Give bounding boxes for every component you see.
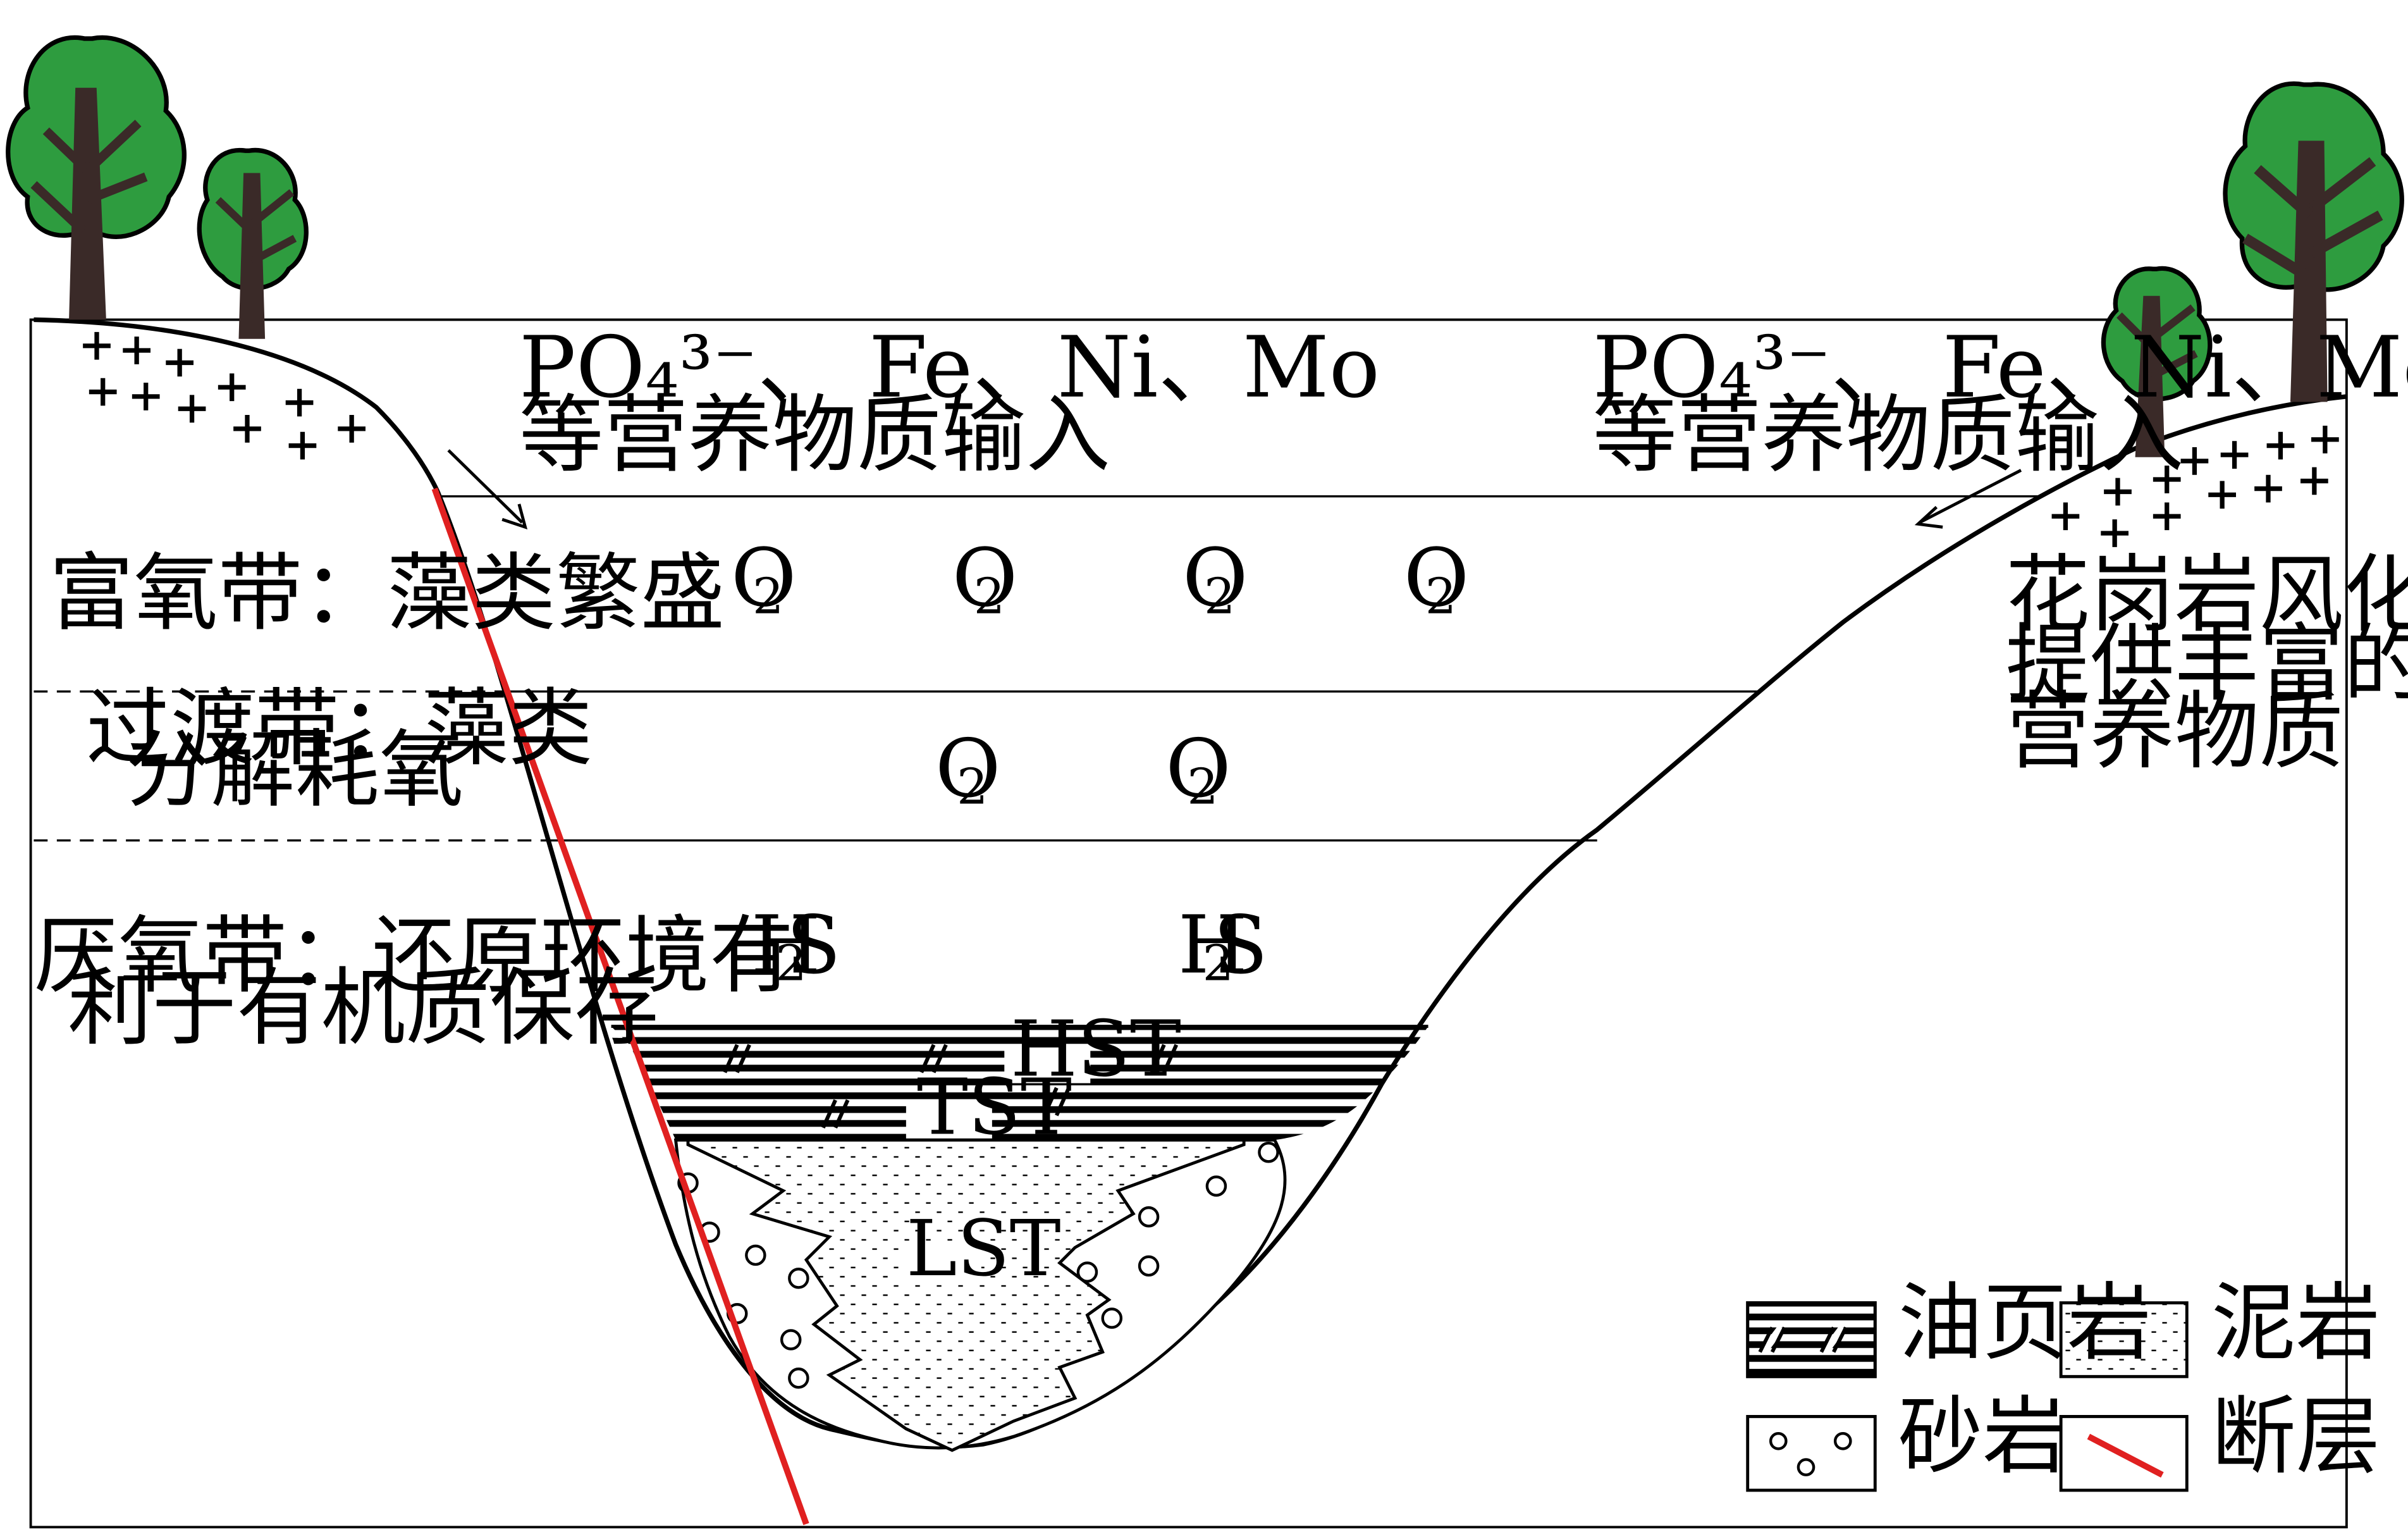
svg-text:O: O: [935, 722, 1001, 815]
svg-text:O: O: [1182, 531, 1248, 624]
oil-shale-layers: [611, 1025, 1428, 1140]
svg-text:2: 2: [752, 568, 783, 625]
tst-label-box: [906, 1103, 992, 1140]
svg-text:H: H: [751, 899, 821, 992]
nutrient-input-right-line1: PO₄³⁻、 Fe、Ni、Mo: [1592, 318, 2408, 417]
mudstone-pattern: [688, 1140, 1244, 1450]
inflow-arrow-right: [1914, 469, 2022, 529]
inflow-arrow-left: [447, 449, 528, 530]
hst-label: HST: [1010, 1004, 1181, 1094]
legend-label-mudstone: 泥岩: [2211, 1273, 2380, 1372]
h2s-label: H 2 S: [1178, 899, 1268, 992]
tree-icon: [2101, 266, 2213, 457]
granite-crosses-right: [2051, 426, 2339, 547]
o2-label: O 2: [952, 531, 1018, 625]
svg-text:O: O: [1165, 722, 1231, 815]
legend-label-sandstone: 砂岩: [1898, 1387, 2067, 1486]
frame: [29, 318, 2348, 1529]
svg-text:O: O: [1404, 531, 1470, 624]
transition-zone-label-line1: 过渡带：藻类: [86, 679, 593, 778]
tst-label: TST: [917, 1063, 1072, 1152]
left-hill-surface: [34, 317, 440, 493]
tree-icon: [2223, 81, 2404, 402]
transition-zone-label-line2: 分解耗氧: [126, 720, 464, 819]
anoxic-zone-label-line2: 利于有机质保存: [68, 959, 659, 1058]
granite-note-line2: 提供丰富的: [2006, 615, 2408, 713]
svg-text:2: 2: [1425, 568, 1456, 625]
tree-icon: [6, 35, 187, 320]
svg-text:S: S: [786, 899, 841, 992]
svg-text:2: 2: [1204, 568, 1235, 625]
fault-line: [431, 487, 809, 1526]
svg-text:2: 2: [1187, 758, 1218, 815]
svg-text:2: 2: [957, 758, 988, 815]
anoxic-zone-label-line1: 厌氧带：还原环境有: [34, 906, 794, 1005]
tree-icon: [197, 147, 309, 339]
o2-label: O 2: [731, 531, 797, 625]
svg-text:2: 2: [974, 568, 1005, 625]
o2-label: O 2: [1404, 531, 1470, 625]
legend-item-fault: 断层: [2059, 1387, 2380, 1492]
svg-text:2: 2: [775, 936, 806, 992]
nutrient-input-left-line1: PO₄³⁻、 Fe、Ni、Mo: [519, 318, 1380, 417]
legend-item-sandstone: 砂岩: [1746, 1387, 2067, 1492]
lst-label: LST: [906, 1204, 1061, 1294]
o2-label: O 2: [1182, 531, 1248, 625]
granite-note-line3: 营养物质: [2006, 682, 2344, 781]
basin-profile: [435, 394, 2347, 1449]
legend-item-mudstone: 泥岩: [2059, 1273, 2380, 1378]
o2-label: O 2: [935, 722, 1001, 815]
legend: 油页岩 泥岩 砂岩 断层: [1746, 1273, 2380, 1492]
o2-label: O 2: [1165, 722, 1231, 815]
legend-label-fault: 断层: [2211, 1387, 2380, 1486]
oxic-zone-label: 富氧带：藻类繁盛: [49, 544, 725, 643]
svg-text:O: O: [952, 531, 1018, 624]
svg-text:S: S: [1213, 899, 1268, 992]
granite-note-line1: 花岗岩风化: [2006, 545, 2408, 644]
hst-label-box: [1004, 1046, 1091, 1084]
lst-label-box: [898, 1245, 981, 1283]
svg-text:2: 2: [1203, 936, 1234, 992]
svg-text:O: O: [731, 531, 797, 624]
svg-text:H: H: [1178, 899, 1248, 992]
h2s-label: H 2 S: [751, 899, 841, 992]
granite-crosses-left: [83, 331, 366, 460]
nutrient-input-right-line2: 等营养物质输入: [1592, 386, 2184, 485]
nutrient-input-left-line2: 等营养物质输入: [519, 386, 1110, 485]
